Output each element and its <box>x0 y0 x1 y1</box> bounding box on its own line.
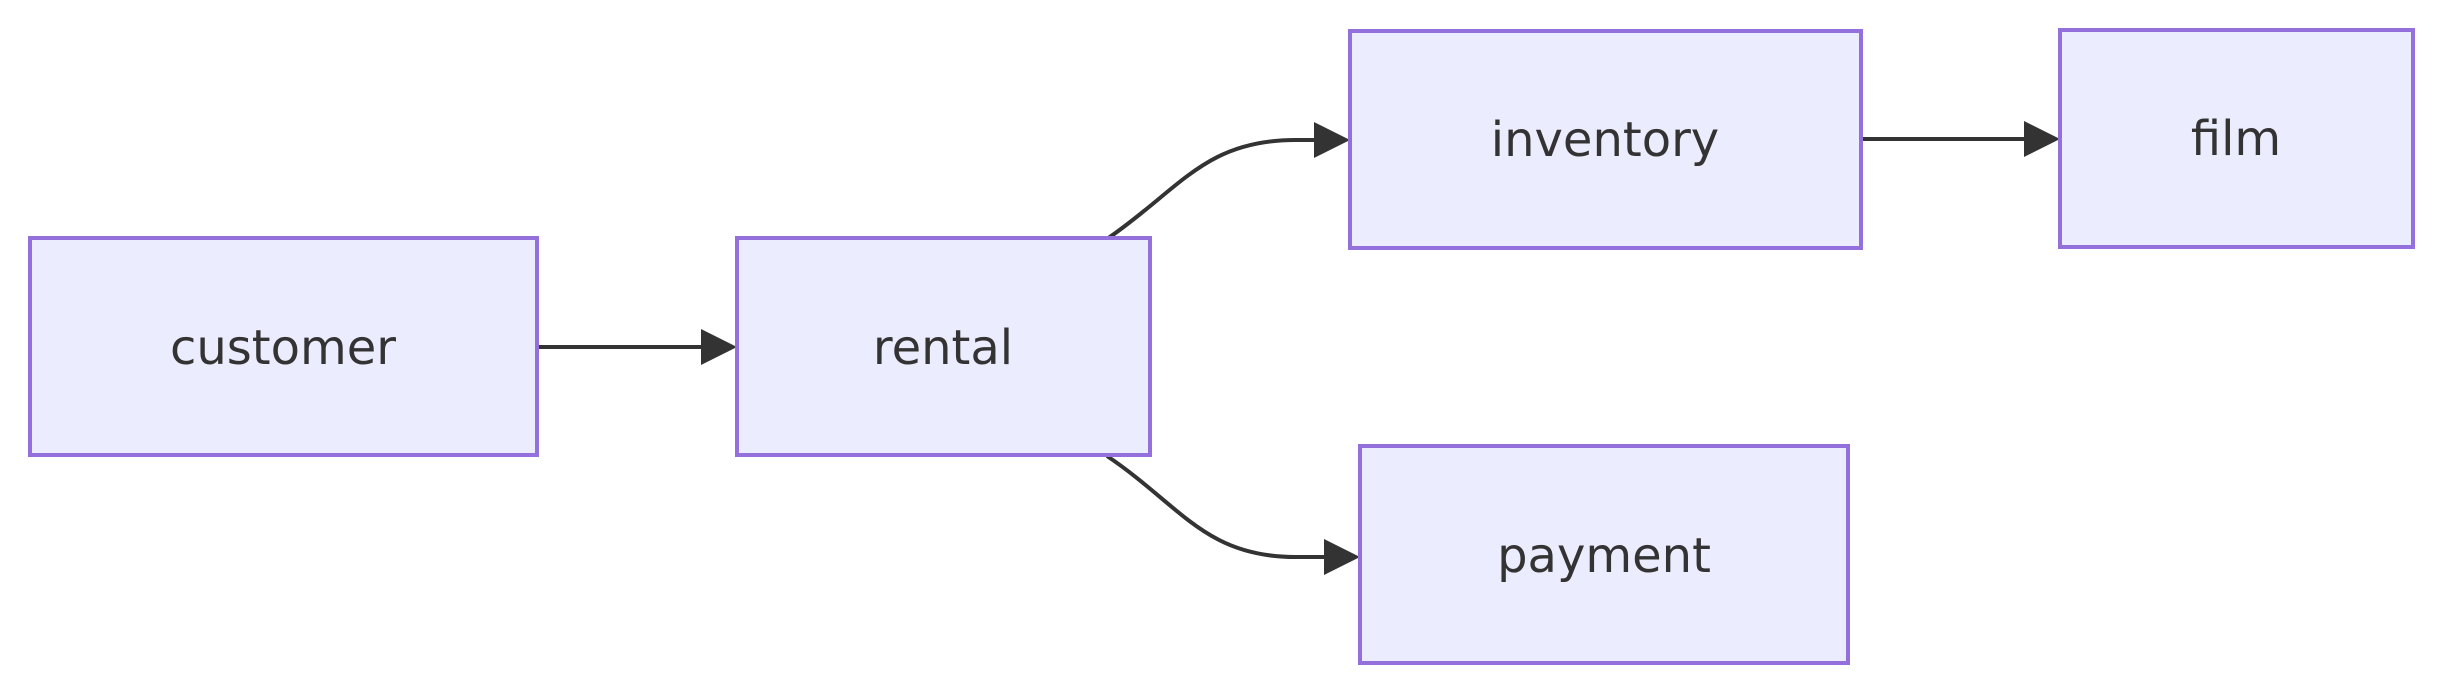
node-label-payment: payment <box>1497 528 1711 584</box>
node-label-customer: customer <box>170 320 396 376</box>
node-rect-payment <box>1358 444 1850 665</box>
node-label-film: film <box>2191 111 2281 167</box>
node-customer[interactable]: customer <box>28 236 539 457</box>
node-rect-customer <box>28 236 539 457</box>
node-inventory[interactable]: inventory <box>1348 29 1863 250</box>
node-label-inventory: inventory <box>1491 112 1719 168</box>
edge-rental-inventory <box>1105 122 1350 241</box>
node-rect-inventory <box>1348 29 1863 250</box>
node-label-rental: rental <box>873 320 1013 376</box>
node-film[interactable]: film <box>2058 28 2415 249</box>
edge-rental-payment <box>1105 454 1360 575</box>
node-rental[interactable]: rental <box>735 236 1152 457</box>
node-rect-film <box>2058 28 2415 249</box>
node-rect-rental <box>735 236 1152 457</box>
node-payment[interactable]: payment <box>1358 444 1850 665</box>
